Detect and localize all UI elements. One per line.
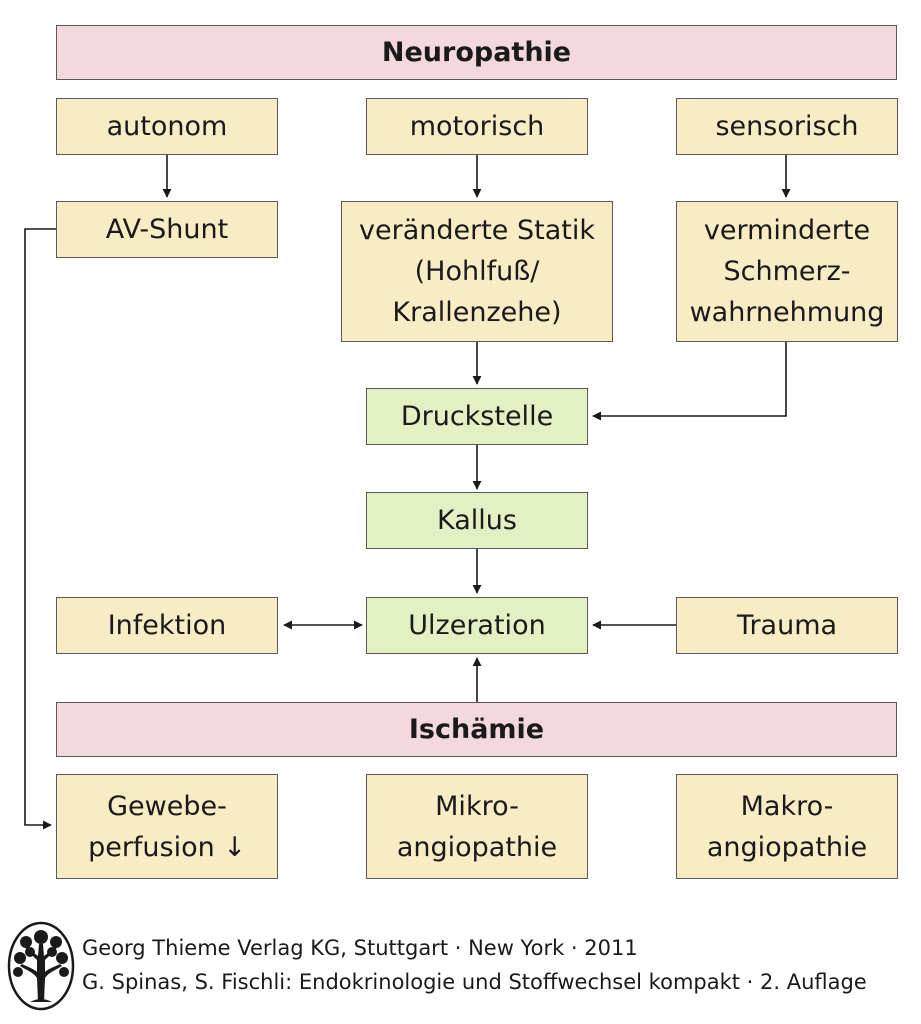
ischaemie-header: Ischämie [56, 702, 897, 757]
neuropathie-header: Neuropathie [56, 25, 897, 80]
box-av-shunt: AV-Shunt [56, 201, 278, 258]
footer-publisher-line: Georg Thieme Verlag KG, Stuttgart · New … [82, 936, 638, 960]
box-sensorisch: sensorisch [676, 98, 898, 155]
box-makroangiopathie: Makro- angiopathie [676, 774, 898, 879]
arrow-avshunt-to-gewebeperfusion [24, 228, 56, 830]
box-ulzeration: Ulzeration [366, 597, 588, 654]
publisher-footer: Georg Thieme Verlag KG, Stuttgart · New … [6, 918, 916, 1014]
arrow-schmerz-to-druckstelle [592, 342, 787, 421]
box-autonom: autonom [56, 98, 278, 155]
box-kallus: Kallus [366, 492, 588, 549]
box-veraenderte-statik: veränderte Statik (Hohlfuß/ Krallenzehe) [341, 201, 613, 342]
box-mikroangiopathie: Mikro- angiopathie [366, 774, 588, 879]
box-infektion: Infektion [56, 597, 278, 654]
footer-book-line: G. Spinas, S. Fischli: Endokrinologie un… [82, 970, 867, 994]
box-druckstelle: Druckstelle [366, 388, 588, 445]
tree-icon [7, 921, 75, 1011]
box-motorisch: motorisch [366, 98, 588, 155]
box-gewebeperfusion: Gewebe- perfusion ↓ [56, 774, 278, 879]
box-verminderte-schmerzwahrnehmung: verminderte Schmerz- wahrnehmung [676, 201, 898, 342]
box-trauma: Trauma [676, 597, 898, 654]
